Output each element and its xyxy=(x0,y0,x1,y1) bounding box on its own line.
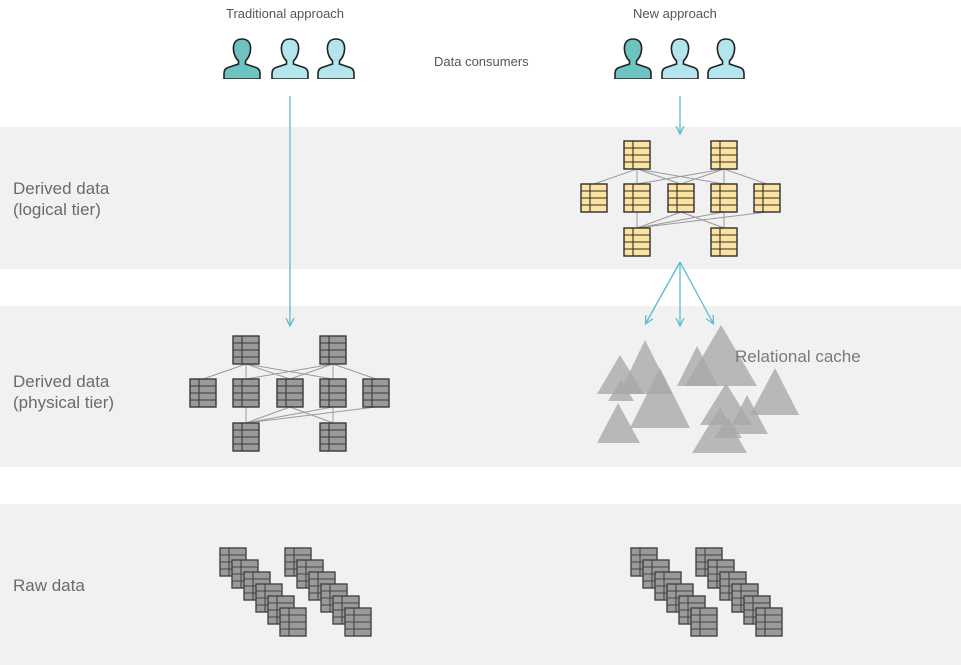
physical-edge xyxy=(289,363,334,380)
person-icon xyxy=(271,38,309,79)
physical-table-icon xyxy=(232,335,260,365)
arrows-layer xyxy=(290,96,713,325)
raw-tier-label: Raw data xyxy=(13,576,85,595)
physical-table-icon xyxy=(362,378,390,408)
nodes-layer xyxy=(189,38,799,637)
physical-tier-label: Derived data (physical tier) xyxy=(13,372,115,412)
person-icon xyxy=(614,38,652,79)
logical-edge xyxy=(636,168,725,185)
triangle-icon xyxy=(597,403,640,443)
triangle-icon xyxy=(692,407,747,453)
physical-table-icon xyxy=(319,335,347,365)
raw-trad-a-table-icon xyxy=(279,607,307,637)
logical-edge xyxy=(593,168,638,185)
physical-table-icon xyxy=(232,422,260,452)
physical-edge xyxy=(245,406,334,424)
connections-layer xyxy=(202,168,768,424)
triangle-icon xyxy=(727,395,768,434)
person-icon xyxy=(661,38,699,79)
physical-table-icon xyxy=(232,378,260,408)
triangle-icon xyxy=(685,325,757,386)
logical-tier-label: Derived data (logical tier) xyxy=(13,179,110,219)
logical-table-icon xyxy=(623,183,651,213)
raw-tier-band xyxy=(0,504,961,665)
logical-table-icon xyxy=(710,183,738,213)
logical-table-icon xyxy=(710,227,738,257)
raw-new-a-table-icon xyxy=(690,607,718,637)
physical-edge xyxy=(245,406,291,424)
data-consumers-label: Data consumers xyxy=(434,54,529,69)
physical-edge xyxy=(289,406,334,424)
physical-table-icon xyxy=(276,378,304,408)
physical-table-icon xyxy=(319,378,347,408)
logical-edge xyxy=(636,211,725,229)
triangle-icon xyxy=(714,418,742,438)
new-approach-label: New approach xyxy=(633,6,717,21)
logical-edge xyxy=(636,211,682,229)
person-icon xyxy=(317,38,355,79)
triangle-icon xyxy=(630,368,690,428)
logical-edge xyxy=(636,168,682,185)
logical-table-icon xyxy=(710,140,738,170)
cache-arrow-left xyxy=(646,261,681,323)
person-icon xyxy=(707,38,745,79)
person-icon xyxy=(223,38,261,79)
triangle-icon xyxy=(750,368,799,415)
logical-table-icon xyxy=(623,140,651,170)
traditional-approach-label: Traditional approach xyxy=(226,6,345,21)
logical-table-icon xyxy=(667,183,695,213)
logical-table-icon xyxy=(623,227,651,257)
logical-table-icon xyxy=(753,183,781,213)
raw-trad-b-table-icon xyxy=(344,607,372,637)
raw-new-b-table-icon xyxy=(755,607,783,637)
physical-tier-band xyxy=(0,306,961,467)
physical-table-icon xyxy=(319,422,347,452)
physical-table-icon xyxy=(189,378,217,408)
cache-arrow-right xyxy=(679,261,713,323)
logical-edge xyxy=(723,168,768,185)
logical-tier-band xyxy=(0,127,961,269)
logical-table-icon xyxy=(580,183,608,213)
physical-edge xyxy=(245,363,291,380)
physical-edge xyxy=(202,363,247,380)
relational-cache-label: Relational cache xyxy=(735,347,861,366)
logical-edge xyxy=(680,211,725,229)
physical-edge xyxy=(332,363,377,380)
physical-edge xyxy=(245,363,334,380)
logical-edge xyxy=(680,168,725,185)
